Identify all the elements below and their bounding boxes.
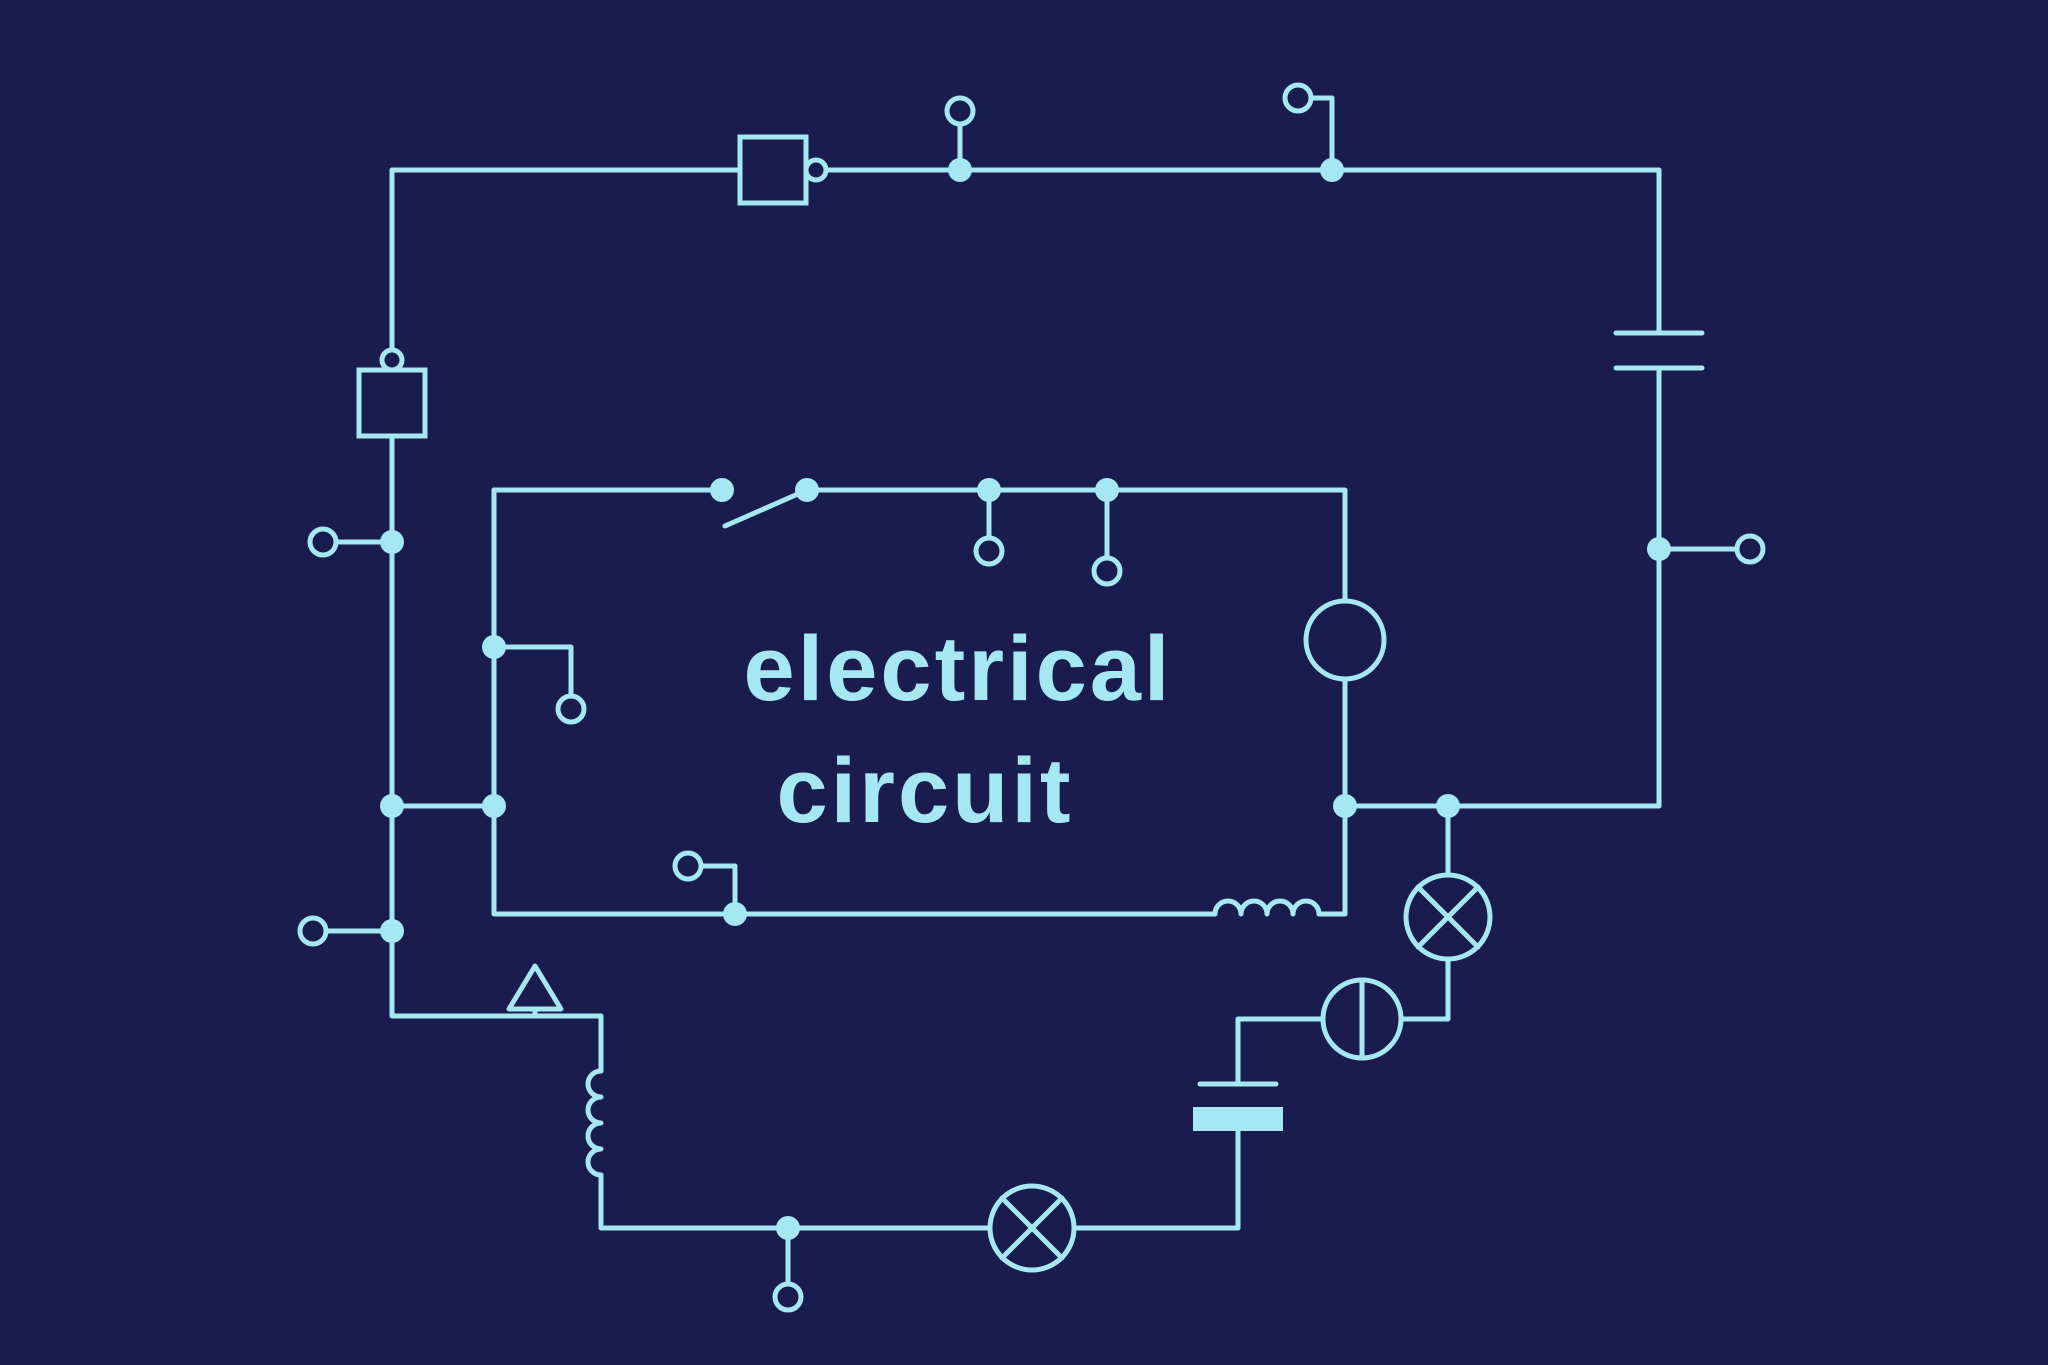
logic-box-left-bubble (379, 347, 405, 373)
terminal-circle (297, 915, 329, 947)
logic-box-top-icon (737, 134, 829, 206)
logic-box-left-body (356, 367, 428, 439)
terminal-circle (307, 526, 339, 558)
junction-dot (1095, 478, 1119, 502)
junction-dot (380, 794, 404, 818)
terminal-circle (1734, 533, 1766, 565)
junction-dots (380, 158, 1671, 1240)
title-line-1: electrical (744, 618, 1173, 720)
junction-dot (1436, 794, 1460, 818)
lamp-right-icon (1403, 872, 1493, 962)
components (356, 134, 1705, 1273)
stub-top-terminal-2 (1308, 95, 1335, 173)
round-meter-icon (1303, 598, 1387, 682)
lamp-right-cross-2 (1415, 884, 1481, 950)
battery-thick-plate (1193, 1107, 1283, 1131)
terminal-circle (944, 95, 976, 127)
terminal-circle (973, 535, 1005, 567)
wire-battery-to-meter (1235, 1016, 1326, 1087)
terminal-circle (772, 1281, 804, 1313)
lamp-bottom-icon (987, 1183, 1077, 1273)
stub-inner-left (491, 644, 574, 699)
junction-dot (482, 635, 506, 659)
wire-meter-to-lamp (1398, 956, 1451, 1022)
logic-box-left-icon (356, 347, 428, 439)
junction-dot (776, 1216, 800, 1240)
junction-dot (482, 794, 506, 818)
terminal-circle (1282, 82, 1314, 114)
stub-inner-bottom (698, 863, 738, 917)
logic-box-top-body (737, 134, 809, 206)
junction-dot (380, 919, 404, 943)
title-line-2: circuit (776, 740, 1073, 842)
junction-dot (948, 158, 972, 182)
wire-bottom-left (598, 1172, 993, 1231)
terminal-circle (1091, 555, 1123, 587)
junction-dot (723, 902, 747, 926)
title-block: electrical circuit (744, 618, 1173, 842)
inductor-coil-left (585, 1068, 604, 1178)
capacitor-icon (1613, 330, 1705, 371)
terminal-circle (555, 693, 587, 725)
inductor-coil-inner (1212, 898, 1322, 917)
switch-blade (722, 487, 810, 529)
junction-dot (1647, 537, 1671, 561)
inner-rect-top-right (804, 487, 1348, 604)
junction-dot (1320, 158, 1344, 182)
round-meter-vertical-icon (1320, 977, 1404, 1061)
switch-contact-right (795, 478, 819, 502)
wire-bottom-right (1071, 1128, 1241, 1231)
battery-icon (1193, 1081, 1283, 1131)
wire-top-right (823, 167, 1662, 336)
logic-box-top-bubble (803, 157, 829, 183)
terminal-circle (672, 850, 704, 882)
junction-dot (1333, 794, 1357, 818)
junction-dot (380, 530, 404, 554)
fuse-triangle-icon (506, 963, 564, 1012)
inner-rect-left-bottom (491, 487, 1218, 917)
junction-dot (977, 478, 1001, 502)
switch-contact-left (710, 478, 734, 502)
open-terminals (297, 82, 1766, 1313)
lamp-bottom-cross-2 (999, 1195, 1065, 1261)
wire-left-bottom (389, 433, 604, 1074)
wire-right-mid (1342, 365, 1662, 809)
